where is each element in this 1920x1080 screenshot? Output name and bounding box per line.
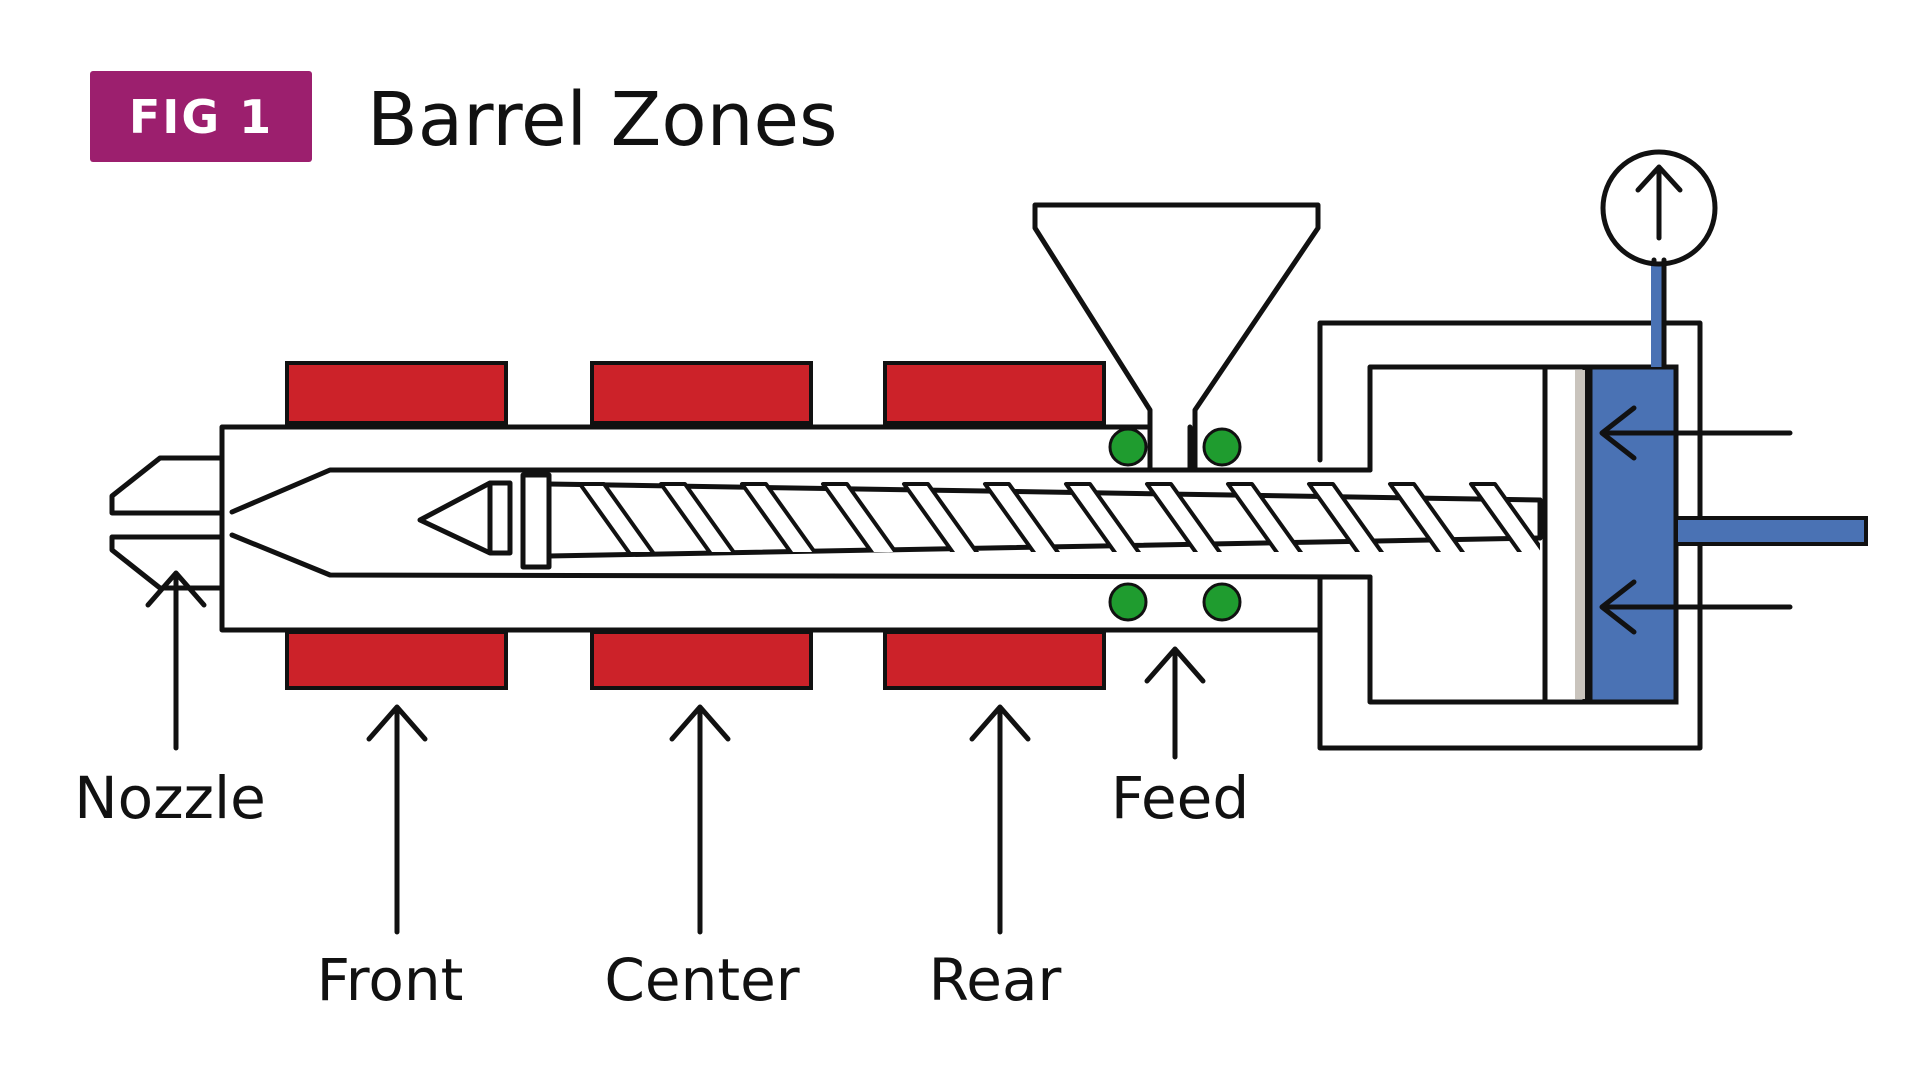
heater-band-center-bottom — [590, 630, 813, 690]
screw-flight — [983, 482, 1061, 552]
screw-flight — [659, 482, 737, 552]
heater-band-center-top — [590, 361, 813, 425]
screw-flight — [578, 482, 656, 552]
screw-flight — [821, 482, 899, 552]
center-label: Center — [604, 946, 799, 1014]
screw-flights — [578, 482, 1540, 552]
screw-flight — [1145, 482, 1223, 552]
feed-arrow-icon — [1144, 646, 1206, 760]
sensor-dot — [1108, 427, 1148, 467]
nozzle-label: Nozzle — [74, 764, 266, 832]
gauge-arrow-up-icon — [1635, 164, 1683, 241]
rear-label: Rear — [929, 946, 1062, 1014]
figure-badge: FIG 1 — [90, 71, 312, 162]
nozzle-arrow-icon — [145, 570, 207, 751]
piston-plate-shade — [1575, 370, 1585, 699]
piston-rod — [1674, 516, 1868, 546]
sensor-dot — [1202, 582, 1242, 622]
feed-sensors — [1108, 427, 1242, 622]
screw-flight — [740, 482, 818, 552]
heater-band-rear-bottom — [883, 630, 1106, 690]
screw-flight — [902, 482, 980, 552]
front-arrow-icon — [366, 704, 428, 935]
hydraulic-cylinder — [1587, 364, 1679, 705]
hydraulic-input-arrows — [1599, 405, 1793, 635]
nozzle-tip — [109, 455, 225, 591]
screw-tip — [417, 480, 513, 556]
screw-flight — [1388, 482, 1466, 552]
screw-flight — [1226, 482, 1304, 552]
heater-band-rear-top — [883, 361, 1106, 425]
callout-arrows — [145, 570, 1206, 935]
arrow-left-icon — [1599, 579, 1793, 635]
feed-label: Feed — [1111, 764, 1249, 832]
screw-flight — [1469, 482, 1540, 552]
heater-bands — [285, 361, 1106, 690]
rear-arrow-icon — [969, 704, 1031, 935]
screw-flight — [1064, 482, 1142, 552]
sensor-dot — [1108, 582, 1148, 622]
gauge-stem-fill — [1651, 262, 1663, 367]
screw-flight — [1307, 482, 1385, 552]
arrow-left-icon — [1599, 405, 1793, 461]
diagram-title: Barrel Zones — [367, 77, 838, 163]
front-label: Front — [317, 946, 464, 1014]
sensor-dot — [1202, 427, 1242, 467]
heater-band-front-bottom — [285, 630, 508, 690]
center-arrow-icon — [669, 704, 731, 935]
pressure-gauge-icon — [1600, 149, 1718, 267]
barrel-bore — [229, 467, 1373, 580]
heater-band-front-top — [285, 361, 508, 425]
hopper — [1032, 202, 1321, 471]
check-ring — [520, 472, 552, 570]
